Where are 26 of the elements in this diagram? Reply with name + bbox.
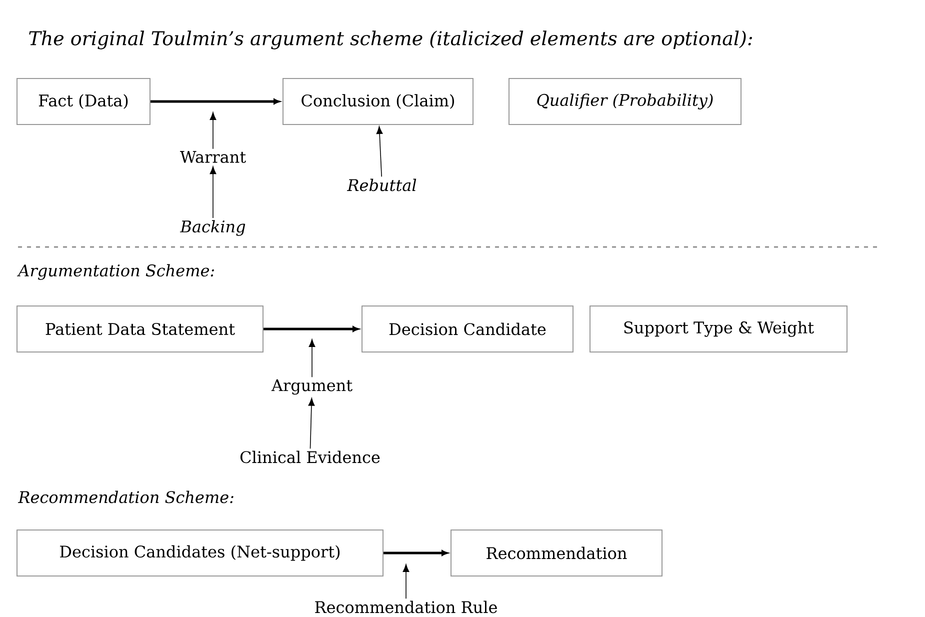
- arrow: [308, 398, 315, 449]
- label-text: Clinical Evidence: [240, 450, 380, 464]
- text-box: Fact (Data): [16, 78, 150, 125]
- arrow: [402, 564, 410, 599]
- title: The original Toulmin’s argument scheme (italicized elements are optional):: [29, 30, 752, 50]
- label-text: Warrant: [180, 151, 246, 163]
- text-box: Qualifier (Probability): [508, 78, 742, 125]
- label-text: Backing: [180, 220, 246, 236]
- text-box: Support Type & Weight: [590, 306, 848, 352]
- section-heading: Argumentation Scheme:: [16, 264, 214, 280]
- label-text: Recommendation Rule: [315, 600, 497, 614]
- arrow: [384, 550, 448, 556]
- arrow: [210, 166, 216, 218]
- text-box: Decision Candidates (Net-support): [16, 530, 384, 576]
- label-text: Rebuttal: [346, 178, 416, 192]
- arrow: [376, 126, 383, 177]
- text-box: Decision Candidate: [362, 306, 574, 352]
- label-text: Argument: [271, 379, 352, 395]
- text-box: Patient Data Statement: [16, 306, 264, 352]
- arrow: [210, 112, 216, 150]
- text-box: Recommendation: [450, 530, 662, 576]
- section-heading: Recommendation Scheme:: [18, 490, 234, 504]
- arrow: [308, 339, 316, 378]
- text-box: Conclusion (Claim): [282, 78, 474, 125]
- arrow: [150, 98, 280, 104]
- arrow: [264, 326, 359, 332]
